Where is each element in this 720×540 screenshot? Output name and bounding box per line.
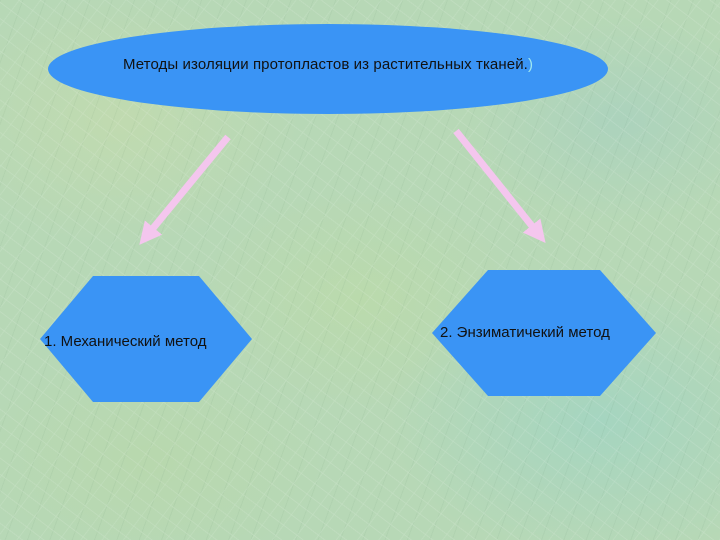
arrow-right [453, 128, 546, 243]
arrow-left [139, 134, 231, 245]
node-mechanical-label: 1. Механический метод [44, 333, 207, 350]
root-title: Методы изоляции протопластов из растител… [122, 55, 534, 73]
node-enzymatic-label: 2. Энзиматичекий метод [440, 324, 610, 341]
root-ellipse: Методы изоляции протопластов из растител… [48, 24, 608, 114]
root-title-suffix: ) [527, 55, 534, 73]
